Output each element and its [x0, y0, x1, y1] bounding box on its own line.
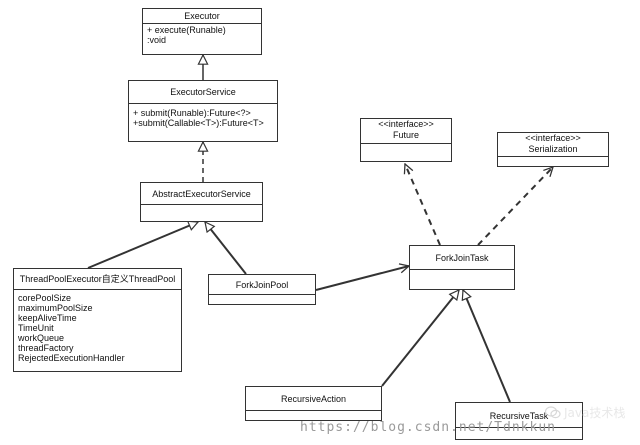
class-title: ThreadPoolExecutor自定义ThreadPool — [19, 274, 176, 284]
class-members: + execute(Runable) :void — [143, 24, 261, 46]
class-title: Serialization — [528, 144, 578, 154]
edge-forkjointask-to-future — [405, 164, 441, 246]
edge-forkjoinpool-to-forkjointask — [315, 266, 409, 291]
wechat-icon — [545, 406, 561, 419]
edge-recursiveaction-to-forkjointask — [381, 290, 459, 387]
interface-stereotype: <<interface>> — [525, 133, 581, 143]
class-title: RecursiveAction — [280, 394, 347, 404]
field-keep-alive-time: keepAliveTime — [18, 313, 77, 323]
watermark-brand: Java技术栈 — [545, 404, 625, 421]
class-divider — [361, 143, 451, 144]
class-divider — [410, 269, 514, 270]
edge-forkjoinpool-to-abstractexecutorservice — [205, 222, 247, 275]
field-core-pool-size: corePoolSize — [18, 293, 72, 303]
method-return-type: :void — [147, 35, 167, 45]
class-title: RecursiveTask — [489, 411, 549, 421]
watermark-brand-text: Java技术栈 — [564, 406, 626, 420]
interface-serialization: <<interface>> Serialization — [497, 132, 609, 167]
class-divider — [14, 289, 181, 290]
field-work-queue: workQueue — [18, 333, 65, 343]
class-executor: Executor + execute(Runable) :void — [142, 8, 262, 55]
class-fork-join-pool: ForkJoinPool — [208, 274, 316, 305]
class-fork-join-task: ForkJoinTask — [409, 245, 515, 290]
class-title: ExecutorService — [170, 87, 236, 97]
class-divider — [209, 294, 315, 295]
class-executor-service: ExecutorService + submit(Runable):Future… — [128, 80, 278, 142]
class-title: AbstractExecutorService — [152, 189, 251, 199]
interface-stereotype: <<interface>> — [378, 119, 434, 129]
class-title: ForkJoinTask — [435, 253, 489, 263]
field-time-unit: TimeUnit — [18, 323, 54, 333]
class-divider — [141, 204, 262, 205]
interface-future: <<interface>> Future — [360, 118, 452, 162]
edge-threadpoolexecutor-to-abstractexecutorservice — [87, 222, 198, 269]
field-thread-factory: threadFactory — [18, 343, 74, 353]
class-title: ForkJoinPool — [235, 280, 289, 290]
class-thread-pool-executor: ThreadPoolExecutor自定义ThreadPool corePool… — [13, 268, 182, 372]
class-title: Executor — [184, 11, 220, 21]
edge-recursivetask-to-forkjointask — [463, 290, 511, 403]
class-divider — [498, 156, 608, 157]
edge-forkjointask-to-serialization — [477, 167, 553, 246]
class-abstract-executor-service: AbstractExecutorService — [140, 182, 263, 222]
class-divider — [143, 23, 261, 24]
class-recursive-action: RecursiveAction — [245, 386, 382, 421]
method-submit-callable: +submit(Callable<T>):Future<T> — [133, 118, 264, 128]
watermark-url: https://blog.csdn.net/Tdnkkun — [300, 420, 556, 435]
class-divider — [129, 103, 277, 104]
class-members: + submit(Runable):Future<?> +submit(Call… — [129, 104, 277, 129]
field-maximum-pool-size: maximumPoolSize — [18, 303, 93, 313]
method-submit-runable: + submit(Runable):Future<?> — [133, 108, 251, 118]
field-rejected-execution-handler: RejectedExecutionHandler — [18, 353, 125, 363]
method-execute: + execute(Runable) — [147, 25, 226, 35]
class-recursive-task: RecursiveTask — [455, 402, 583, 440]
class-divider — [246, 410, 381, 411]
class-members: corePoolSize maximumPoolSize keepAliveTi… — [14, 290, 181, 364]
class-title: Future — [392, 130, 419, 140]
class-divider — [456, 427, 582, 428]
